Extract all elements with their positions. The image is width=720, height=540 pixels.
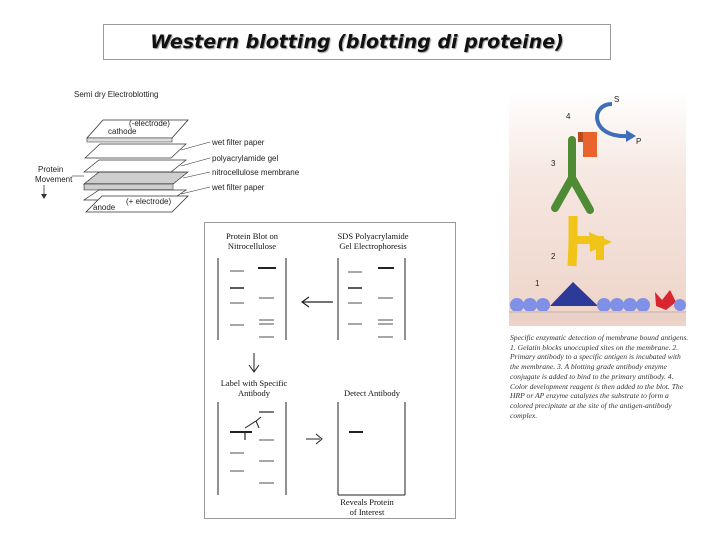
anode-electrode-label: (+ electrode) xyxy=(126,197,171,206)
label-arrowhead xyxy=(248,364,260,373)
substrate-label: S xyxy=(614,95,619,104)
protein-movement-label-1: Protein xyxy=(38,165,63,174)
enzyme-shadow xyxy=(578,132,583,142)
filter-paper-top xyxy=(84,143,187,159)
layer-label-filter-paper-top: wet filter paper xyxy=(211,138,265,147)
detect-arrowhead xyxy=(315,433,323,445)
detect-antibody-label: Detect Antibody xyxy=(344,388,401,398)
cathode-plate-edge xyxy=(86,137,173,143)
antigen-triangle xyxy=(550,282,598,306)
primary-antibody-tip xyxy=(589,232,612,252)
membrane-bead xyxy=(523,298,537,312)
label-antibody-1: Label with Specific xyxy=(221,378,288,388)
membrane-bead xyxy=(597,298,611,312)
membrane-bead xyxy=(674,299,686,311)
leader-line xyxy=(180,157,211,167)
anode-plate xyxy=(85,195,189,213)
cathode-label: cathode xyxy=(108,127,137,136)
antibody-arm xyxy=(244,420,257,429)
leader-line xyxy=(182,171,211,179)
protein-movement-label-2: Movement xyxy=(35,175,73,184)
membrane-bead xyxy=(510,298,524,312)
semidry-heading: Semi dry Electroblotting xyxy=(74,90,158,99)
membrane-bead xyxy=(623,298,637,312)
membrane-bead xyxy=(636,298,650,312)
step-3-label: 3 xyxy=(551,159,556,168)
antibody-arm xyxy=(255,420,260,429)
step-2-label: 2 xyxy=(551,252,556,261)
sds-page-label-2: Gel Electrophoresis xyxy=(339,241,406,251)
layer-label-filter-paper-bottom: wet filter paper xyxy=(211,183,265,192)
protein-blot-label-2: Nitrocellulose xyxy=(228,241,276,251)
anode-label: anode xyxy=(93,203,116,212)
protein-blot-label-1: Protein Blot on xyxy=(226,231,279,241)
blot-panel-border xyxy=(204,222,456,519)
membrane-beads xyxy=(510,298,686,312)
movement-arrowhead xyxy=(41,194,47,199)
label-antibody-2: Antibody xyxy=(238,388,271,398)
transfer-arrowhead xyxy=(300,296,310,308)
enzyme-background xyxy=(509,91,686,326)
labeled-blot-bands xyxy=(230,411,274,484)
layer-label-gel: polyacrylamide gel xyxy=(212,154,278,163)
secondary-antibody-arm-right xyxy=(568,174,594,214)
leader-line xyxy=(180,141,211,151)
substrate-arrowhead xyxy=(626,130,636,142)
layer-label-membrane: nitrocellulose membrane xyxy=(212,168,300,177)
sds-page-label-1: SDS Polyacrylamide xyxy=(337,231,408,241)
cathode-electrode-label: (-electrode) xyxy=(129,119,170,128)
step-4-label: 4 xyxy=(566,112,571,121)
reveals-label-1: Reveals Protein xyxy=(340,497,394,507)
membrane-base xyxy=(509,311,686,321)
primary-antibody-stem xyxy=(567,243,578,267)
substrate-arrow xyxy=(595,102,629,139)
red-antigen xyxy=(655,290,676,310)
blot-bands xyxy=(230,267,276,338)
antibody-arm xyxy=(255,416,262,422)
gel-bands xyxy=(348,267,394,338)
enzyme-caption: Specific enzymatic detection of membrane… xyxy=(510,333,689,420)
step-1-label: 1 xyxy=(535,279,540,288)
product-label: P xyxy=(636,137,641,146)
membrane-bead xyxy=(610,298,624,312)
reveals-label-2: of Interest xyxy=(350,507,385,517)
enzyme-block xyxy=(583,132,597,157)
slide-title: Western blotting (blotting di proteine) xyxy=(150,31,564,53)
title-box: Western blotting (blotting di proteine) xyxy=(103,24,611,60)
membrane-bead xyxy=(536,298,550,312)
leader-line xyxy=(180,186,211,195)
